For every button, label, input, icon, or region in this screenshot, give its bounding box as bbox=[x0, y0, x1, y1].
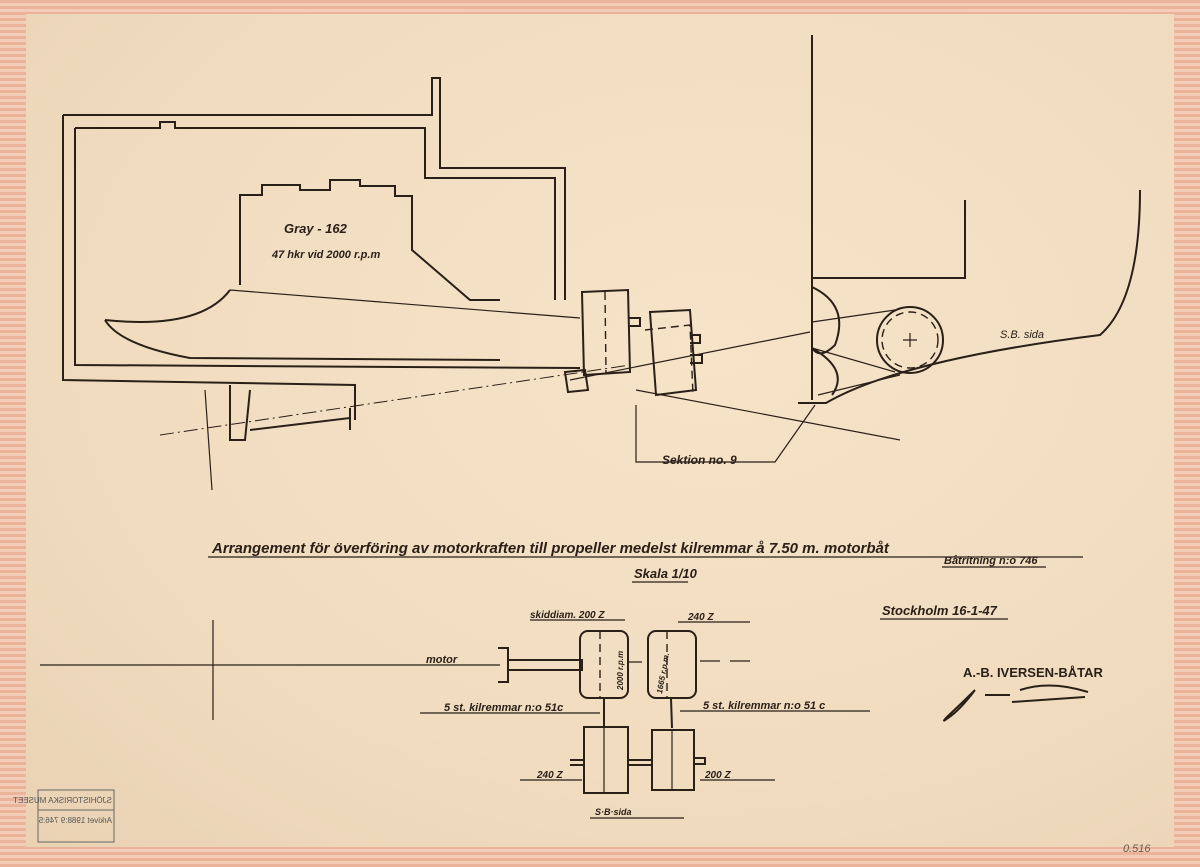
engine-model: Gray - 162 bbox=[284, 221, 348, 236]
motor-label: motor bbox=[426, 654, 458, 666]
belts-right-label: 5 st. kilremmar n:o 51 c bbox=[703, 700, 825, 712]
company-name: A.-B. IVERSEN-BÅTAR bbox=[963, 665, 1103, 680]
plan-view bbox=[40, 619, 870, 819]
rpm-right-label: 1665 r.p.m. bbox=[655, 652, 671, 694]
section-view bbox=[798, 35, 1141, 404]
section-label: Sektion no. 9 bbox=[662, 453, 737, 467]
paper bbox=[26, 14, 1174, 847]
signature bbox=[943, 684, 1089, 722]
engine-power: 47 hkr vid 2000 r.p.m bbox=[271, 249, 380, 261]
place-date: Stockholm 16-1-47 bbox=[882, 603, 998, 618]
drawing-number: Båtritning n:o 746 bbox=[944, 555, 1038, 567]
stamp-archive-text: Arkivet 1988:9 746:5 bbox=[38, 816, 112, 825]
section-side-label: S.B. sida bbox=[1000, 329, 1044, 341]
pulley-bottom-right-label: 200 Z bbox=[704, 770, 731, 781]
corner-note: 0.516 bbox=[1123, 843, 1151, 855]
rpm-left-label: 2000 r.p.m bbox=[616, 651, 625, 691]
stamp-museum-text: SJÖHISTORISKA MUSEET bbox=[13, 796, 112, 805]
belts-left-label: 5 st. kilremmar n:o 51c bbox=[444, 702, 563, 714]
museum-stamp: SJÖHISTORISKA MUSEET Arkivet 1988:9 746:… bbox=[13, 789, 115, 843]
underlines bbox=[208, 556, 1083, 620]
pulley-bottom-left-label: 240 Z bbox=[536, 770, 563, 781]
drawing-title: Arrangement för överföring av motorkraft… bbox=[211, 540, 890, 557]
scale-label: Skala 1/10 bbox=[634, 566, 698, 581]
pulley-top-left-label: skiddiam. 200 Z bbox=[530, 610, 605, 621]
plan-side-label: S·B·sida bbox=[595, 807, 632, 817]
pulley-top-right-label: 240 Z bbox=[687, 612, 714, 623]
hull-side-view bbox=[62, 77, 901, 491]
